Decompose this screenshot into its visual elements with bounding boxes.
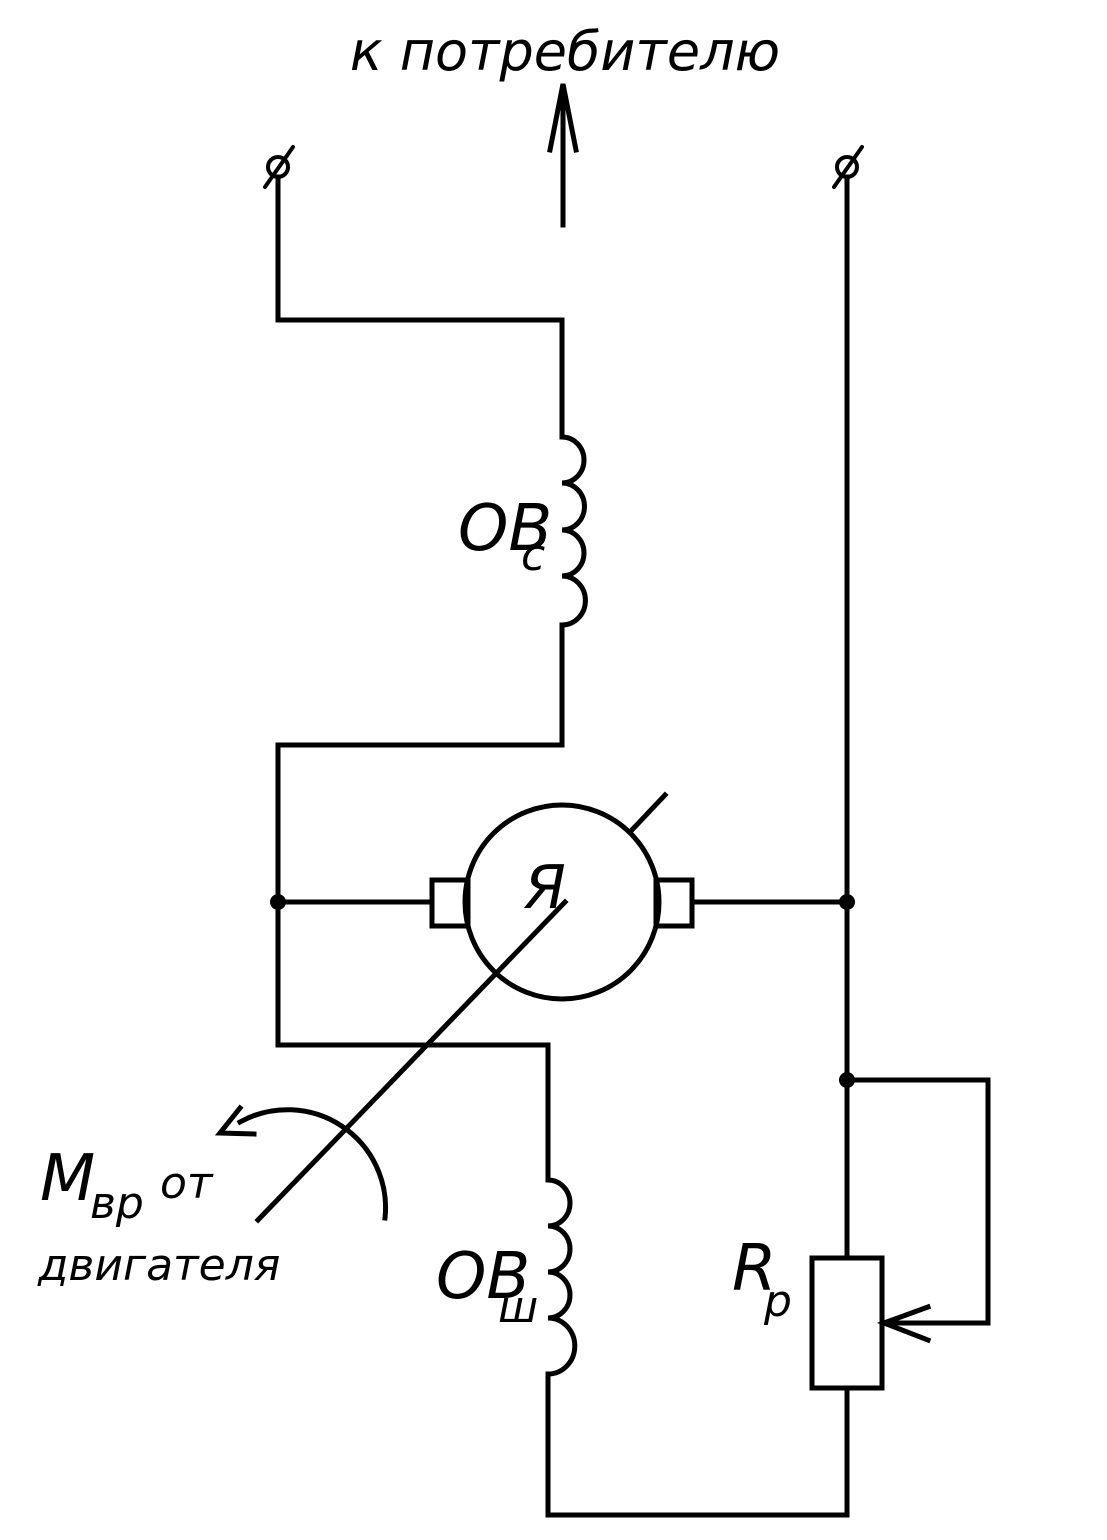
right-brush (653, 877, 695, 929)
armature-tick (626, 791, 669, 836)
torque-from-label: от (160, 1158, 214, 1209)
armature-label: Я (523, 853, 566, 923)
resistor-label: R (732, 1232, 776, 1306)
armature-shaft (254, 898, 569, 1224)
rheostat-loop-wire (844, 1077, 991, 1326)
torque-engine-label: двигателя (37, 1240, 280, 1291)
series-winding-subscript: с (521, 530, 545, 581)
resistor-body (809, 1255, 885, 1391)
torque-arrow-icon (214, 1104, 257, 1137)
shunt-winding-label: ОВ (436, 1240, 530, 1314)
resistor-subscript: р (763, 1276, 792, 1327)
armature-circle (462, 802, 662, 1002)
series-winding-coil (559, 434, 588, 628)
wire-left-top (275, 174, 565, 440)
up-arrow-icon (547, 83, 579, 228)
title-label: к потребителю (350, 20, 780, 83)
wire-bottom-return (545, 1371, 850, 1518)
shunt-winding-subscript: ш (498, 1282, 538, 1333)
junction-dot-rheostat (839, 1072, 855, 1088)
torque-arc (236, 1107, 389, 1221)
junction-dot-left (270, 894, 286, 910)
torque-subscript: вр (90, 1178, 144, 1229)
rheostat-arrow-icon (876, 1303, 932, 1344)
junction-dot-right (839, 894, 855, 910)
torque-label: М (40, 1142, 95, 1216)
left-brush (429, 877, 471, 929)
series-winding-label: ОВ (458, 492, 552, 566)
shunt-winding-coil (545, 1177, 578, 1377)
